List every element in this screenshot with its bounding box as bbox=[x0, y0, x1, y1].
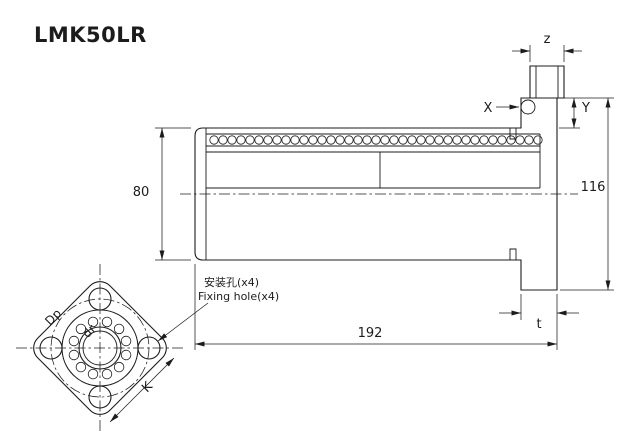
bearing-ball bbox=[87, 368, 99, 380]
dim-x: X bbox=[484, 101, 519, 116]
bearing-ball bbox=[290, 135, 300, 145]
bearing-ball bbox=[362, 135, 372, 145]
bearing-ball bbox=[227, 135, 237, 145]
bearing-ball bbox=[101, 316, 113, 328]
bearing-ball bbox=[425, 135, 435, 145]
bearing-ball bbox=[101, 368, 113, 380]
circlip-groove-bottom bbox=[509, 248, 517, 260]
bearing-ball bbox=[218, 135, 228, 145]
bearing-ball bbox=[461, 135, 471, 145]
bearing-ball bbox=[416, 135, 426, 145]
housing-bore-circle bbox=[61, 309, 139, 387]
bearing-ball bbox=[479, 135, 489, 145]
bearing-ball bbox=[87, 316, 99, 328]
pitch-circle bbox=[50, 298, 150, 398]
bearing-ball bbox=[488, 135, 498, 145]
bearing-ball bbox=[515, 135, 525, 145]
dim-z: z bbox=[512, 32, 582, 62]
bearing-ball bbox=[281, 135, 291, 145]
fixing-hole-note-cn: 安装孔(x4) bbox=[204, 275, 259, 289]
dim-z-label: z bbox=[544, 32, 551, 47]
dim-116-label: 116 bbox=[581, 180, 606, 195]
bearing-ball bbox=[236, 135, 246, 145]
fixing-hole-note-en: Fixing hole(x4) bbox=[198, 290, 279, 303]
bearing-ball bbox=[452, 135, 462, 145]
dim-80: 80 bbox=[133, 127, 191, 261]
dim-192-label: 192 bbox=[358, 326, 383, 341]
bearing-ball bbox=[497, 135, 507, 145]
ball-track-lines bbox=[206, 133, 541, 189]
dim-116: 116 bbox=[560, 97, 614, 291]
bearing-ball bbox=[245, 135, 255, 145]
bearing-ball bbox=[75, 323, 87, 335]
dim-y-label: Y bbox=[581, 101, 590, 116]
dim-t-label: t bbox=[536, 317, 541, 332]
bearing-ball bbox=[506, 135, 516, 145]
bearing-ball bbox=[317, 135, 327, 145]
bearing-ball bbox=[353, 135, 363, 145]
bearing-ball bbox=[254, 135, 264, 145]
bearing-ball bbox=[299, 135, 309, 145]
notes: 安装孔(x4) Fixing hole(x4) bbox=[157, 275, 279, 342]
bearing-ball bbox=[407, 135, 417, 145]
bearing-ball bbox=[398, 135, 408, 145]
bearing-ball bbox=[68, 349, 80, 361]
bearing-ball bbox=[68, 335, 80, 347]
dim-116-extension-lines bbox=[560, 97, 614, 291]
grease-nipple-boss bbox=[529, 65, 565, 99]
bore-circle-outer bbox=[78, 326, 122, 370]
bearing-ball bbox=[371, 135, 381, 145]
bearing-ball bbox=[120, 349, 132, 361]
bearing-ball bbox=[434, 135, 444, 145]
grease-hole bbox=[520, 99, 536, 115]
label-pitch-diameter: Dp bbox=[42, 306, 64, 328]
dim-192: 192 bbox=[194, 264, 558, 350]
bearing-ball bbox=[524, 135, 534, 145]
bearing-ball bbox=[113, 361, 125, 373]
ball-chain bbox=[209, 135, 543, 145]
side-view bbox=[180, 65, 578, 291]
bearing-ball bbox=[75, 361, 87, 373]
bearing-ball bbox=[533, 135, 543, 145]
bearing-ball bbox=[272, 135, 282, 145]
bearing-ball bbox=[380, 135, 390, 145]
dim-y: Y bbox=[559, 98, 590, 129]
part-number-title: LMK50LR bbox=[34, 23, 147, 47]
circlip-groove-top bbox=[509, 128, 517, 140]
bearing-ball bbox=[308, 135, 318, 145]
dim-x-label: X bbox=[484, 101, 493, 116]
bearing-ball bbox=[209, 135, 219, 145]
dim-t: t bbox=[499, 294, 579, 332]
dim-192-extension-lines bbox=[194, 264, 558, 350]
dim-80-label: 80 bbox=[133, 185, 150, 200]
front-view: Dp dr K bbox=[16, 264, 184, 432]
bearing-ball bbox=[326, 135, 336, 145]
bearing-ball bbox=[344, 135, 354, 145]
bearing-ball bbox=[470, 135, 480, 145]
bearing-ball bbox=[443, 135, 453, 145]
grease-nipple-inner-walls bbox=[535, 66, 559, 98]
front-view-centerlines bbox=[16, 264, 184, 432]
bearing-ball bbox=[120, 335, 132, 347]
fixing-hole-leader bbox=[157, 302, 209, 342]
bearing-ball bbox=[263, 135, 273, 145]
bearing-ball bbox=[389, 135, 399, 145]
label-flange-width: K bbox=[139, 379, 156, 396]
bearing-ball bbox=[335, 135, 345, 145]
bearing-ball bbox=[113, 323, 125, 335]
dim-80-extension-lines bbox=[155, 127, 191, 261]
bore-circle-inner bbox=[82, 330, 118, 366]
dim-k-line bbox=[109, 357, 175, 423]
dim-z-extension-lines bbox=[529, 45, 565, 62]
